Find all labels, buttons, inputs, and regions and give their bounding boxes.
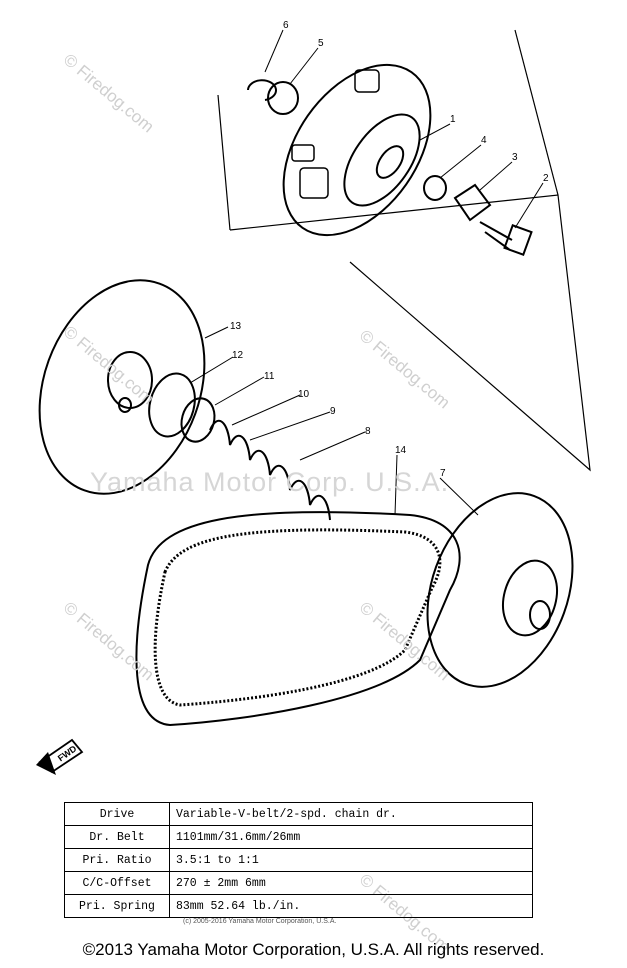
spec-table: Drive Variable-V-belt/2-spd. chain dr. D… <box>64 802 533 918</box>
table-row: Dr. Belt 1101mm/31.6mm/26mm <box>64 825 533 849</box>
table-row: C/C-Offset 270 ± 2mm 6mm <box>64 871 533 895</box>
spec-value: 3.5:1 to 1:1 <box>169 848 533 872</box>
table-row: Pri. Spring 83mm 52.64 lb./in. <box>64 894 533 918</box>
footer-copyright: ©2013 Yamaha Motor Corporation, U.S.A. A… <box>82 940 545 959</box>
primary-sheave <box>38 279 206 495</box>
ring <box>267 81 299 115</box>
table-copyright: (c) 2005-2016 Yamaha Motor Corporation, … <box>183 918 337 925</box>
callout-12: 12 <box>232 350 244 361</box>
callout-7: 7 <box>440 468 446 479</box>
v-belt <box>135 511 461 727</box>
circlip <box>247 79 277 101</box>
spec-label: Pri. Ratio <box>64 848 170 872</box>
spring <box>209 419 331 521</box>
parts-diagram: 6 5 1 4 3 2 13 12 11 10 9 8 14 7 FWD <box>36 20 591 775</box>
callout-8: 8 <box>365 426 371 437</box>
callout-11: 11 <box>264 371 275 382</box>
spec-value: Variable-V-belt/2-spd. chain dr. <box>169 802 533 826</box>
fwd-arrow-icon: FWD <box>36 738 84 775</box>
spec-label: Pri. Spring <box>64 894 170 918</box>
fixed-sheave <box>282 63 432 237</box>
callout-9: 9 <box>330 406 336 417</box>
spec-label: Dr. Belt <box>64 825 170 849</box>
callout-14: 14 <box>395 445 407 456</box>
callout-10: 10 <box>298 389 310 400</box>
watermark-center: Yamaha Motor Corp. U.S.A. <box>90 467 450 497</box>
spec-value: 1101mm/31.6mm/26mm <box>169 825 533 849</box>
callout-2: 2 <box>543 173 549 184</box>
callout-6: 6 <box>283 20 289 31</box>
plate <box>453 183 492 222</box>
secondary-sheave <box>426 492 574 688</box>
spec-value: 83mm 52.64 lb./in. <box>169 894 533 918</box>
table-row: Drive Variable-V-belt/2-spd. chain dr. <box>64 802 533 826</box>
spec-label: Drive <box>64 802 170 826</box>
callout-1: 1 <box>450 114 456 125</box>
callout-4: 4 <box>481 135 487 146</box>
spec-value: 270 ± 2mm 6mm <box>169 871 533 895</box>
callout-5: 5 <box>318 38 324 49</box>
callout-13: 13 <box>230 321 242 332</box>
bolt <box>479 221 533 256</box>
spec-label: C/C-Offset <box>64 871 170 895</box>
table-row: Pri. Ratio 3.5:1 to 1:1 <box>64 848 533 872</box>
callout-3: 3 <box>512 152 518 163</box>
washer <box>423 175 447 201</box>
